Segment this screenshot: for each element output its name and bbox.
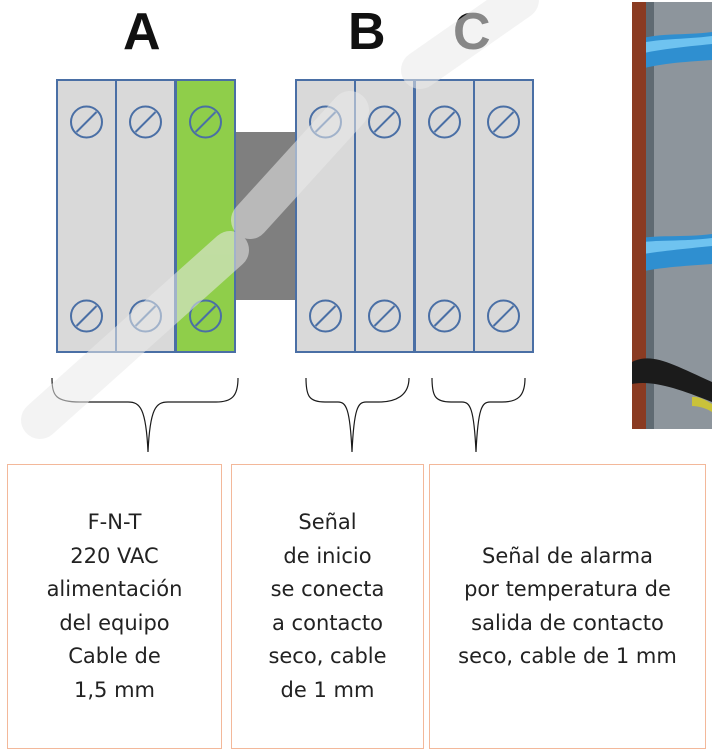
screw-slot	[373, 305, 396, 327]
screw-slot	[433, 305, 456, 327]
screw-slot	[75, 111, 98, 133]
group-label-b: B	[348, 3, 386, 61]
description-box-c: Señal de alarma por temperatura de salid…	[429, 464, 706, 749]
bracket-b	[305, 377, 410, 453]
bracket-c	[431, 377, 526, 453]
description-text-c: Señal de alarma por temperatura de salid…	[458, 543, 677, 669]
group-label-a: A	[123, 3, 161, 61]
terminal-photo	[632, 2, 712, 429]
screw-slot	[194, 111, 217, 133]
description-text-b: Señal de inicio se conecta a contacto se…	[268, 510, 387, 702]
description-box-b: Señal de inicio se conecta a contacto se…	[231, 464, 424, 749]
terminal-bridge	[236, 132, 296, 300]
description-box-a: F-N-T 220 VAC alimentación del equipo Ca…	[7, 464, 222, 749]
screw-slot	[433, 111, 456, 133]
terminal-block-diagram	[51, 79, 534, 453]
bracket-group	[51, 377, 526, 453]
bracket-a	[51, 377, 239, 453]
screw-slot	[134, 111, 157, 133]
screw-slot	[492, 305, 515, 327]
screw-slot	[492, 111, 515, 133]
description-text-a: F-N-T 220 VAC alimentación del equipo Ca…	[46, 510, 183, 702]
screw-slot	[373, 111, 396, 133]
screw-slot	[314, 305, 337, 327]
